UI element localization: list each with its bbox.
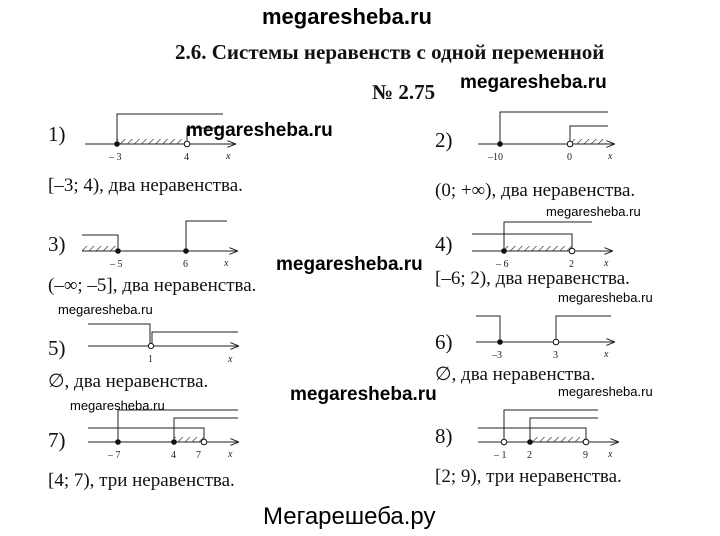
watermark-item-6-7: megaresheba.ru (290, 384, 437, 405)
watermark-item-6: megaresheba.ru (558, 290, 653, 305)
item-6-number: 6) (435, 330, 453, 354)
item-7-answer: [4; 7), три неравенства. (48, 470, 235, 491)
item-6-answer: ∅, два неравенства. (435, 364, 596, 385)
tick-label: 9 (583, 450, 588, 461)
number-line-4: – 6 2 x (472, 221, 622, 270)
tick-label: – 6 (495, 259, 509, 270)
number-line-2: –10 0 x (478, 111, 628, 163)
item-2-number: 2) (435, 128, 453, 152)
item-3-answer: (–∞; –5], два неравенства. (48, 275, 257, 296)
axis-variable: x (225, 151, 231, 162)
item-3-number: 3) (48, 232, 66, 256)
item-1-number: 1) (48, 122, 66, 146)
item-4-number: 4) (435, 232, 453, 256)
problem-number: № 2.75 (372, 80, 436, 104)
tick-label: –10 (487, 152, 503, 163)
tick-label: – 7 (107, 450, 121, 461)
axis-variable: x (223, 258, 229, 269)
tick-label: 3 (553, 350, 558, 361)
number-line-8: – 1 2 9 x (478, 409, 628, 461)
tick-label: 1 (148, 354, 153, 365)
number-line-7: – 7 4 7 x (88, 409, 253, 461)
section-heading: 2.6. Системы неравенств с одной переменн… (175, 40, 605, 64)
item-7-number: 7) (48, 428, 66, 452)
number-line-1: – 3 4 x (85, 113, 245, 163)
watermark-item-3-4: megaresheba.ru (276, 254, 423, 275)
item-5-answer: ∅, два неравенства. (48, 371, 209, 392)
item-5-number: 5) (48, 336, 66, 360)
tick-label: – 3 (108, 152, 122, 163)
number-line-5: 1 x (88, 323, 248, 365)
watermark-item-7: megaresheba.ru (70, 398, 165, 413)
tick-label: 7 (196, 450, 201, 461)
axis-variable: x (227, 354, 233, 365)
tick-label: 4 (184, 152, 189, 163)
tick-label: – 5 (109, 259, 123, 270)
item-1-answer: [–3; 4), два неравенства. (48, 175, 243, 196)
tick-label: 2 (569, 259, 574, 270)
tick-label: 4 (171, 450, 176, 461)
watermark-item-8: megaresheba.ru (558, 384, 653, 399)
watermark-item-1: megaresheba.ru (186, 120, 333, 141)
item-2-answer: (0; +∞), два неравенства. (435, 180, 636, 201)
axis-variable: x (603, 258, 609, 269)
watermark-problem: megaresheba.ru (460, 72, 607, 93)
item-8-number: 8) (435, 424, 453, 448)
axis-variable: x (607, 151, 613, 162)
tick-label: 6 (183, 259, 188, 270)
item-8-answer: [2; 9), три неравенства. (435, 466, 622, 487)
axis-variable: x (603, 349, 609, 360)
axis-variable: x (607, 449, 613, 460)
tick-label: 0 (567, 152, 572, 163)
tick-label: – 1 (493, 450, 507, 461)
number-line-3: – 5 6 x (82, 220, 247, 270)
tick-label: –3 (491, 350, 502, 361)
tick-label: 2 (527, 450, 532, 461)
watermark-top: megaresheba.ru (262, 4, 432, 29)
watermark-item-5: megaresheba.ru (58, 302, 153, 317)
number-line-6: –3 3 x (476, 315, 626, 361)
axis-variable: x (227, 449, 233, 460)
item-4-answer: [–6; 2), два неравенства. (435, 268, 630, 289)
watermark-footer: Мегарешеба.ру (263, 503, 436, 530)
watermark-item-4: megaresheba.ru (546, 204, 641, 219)
